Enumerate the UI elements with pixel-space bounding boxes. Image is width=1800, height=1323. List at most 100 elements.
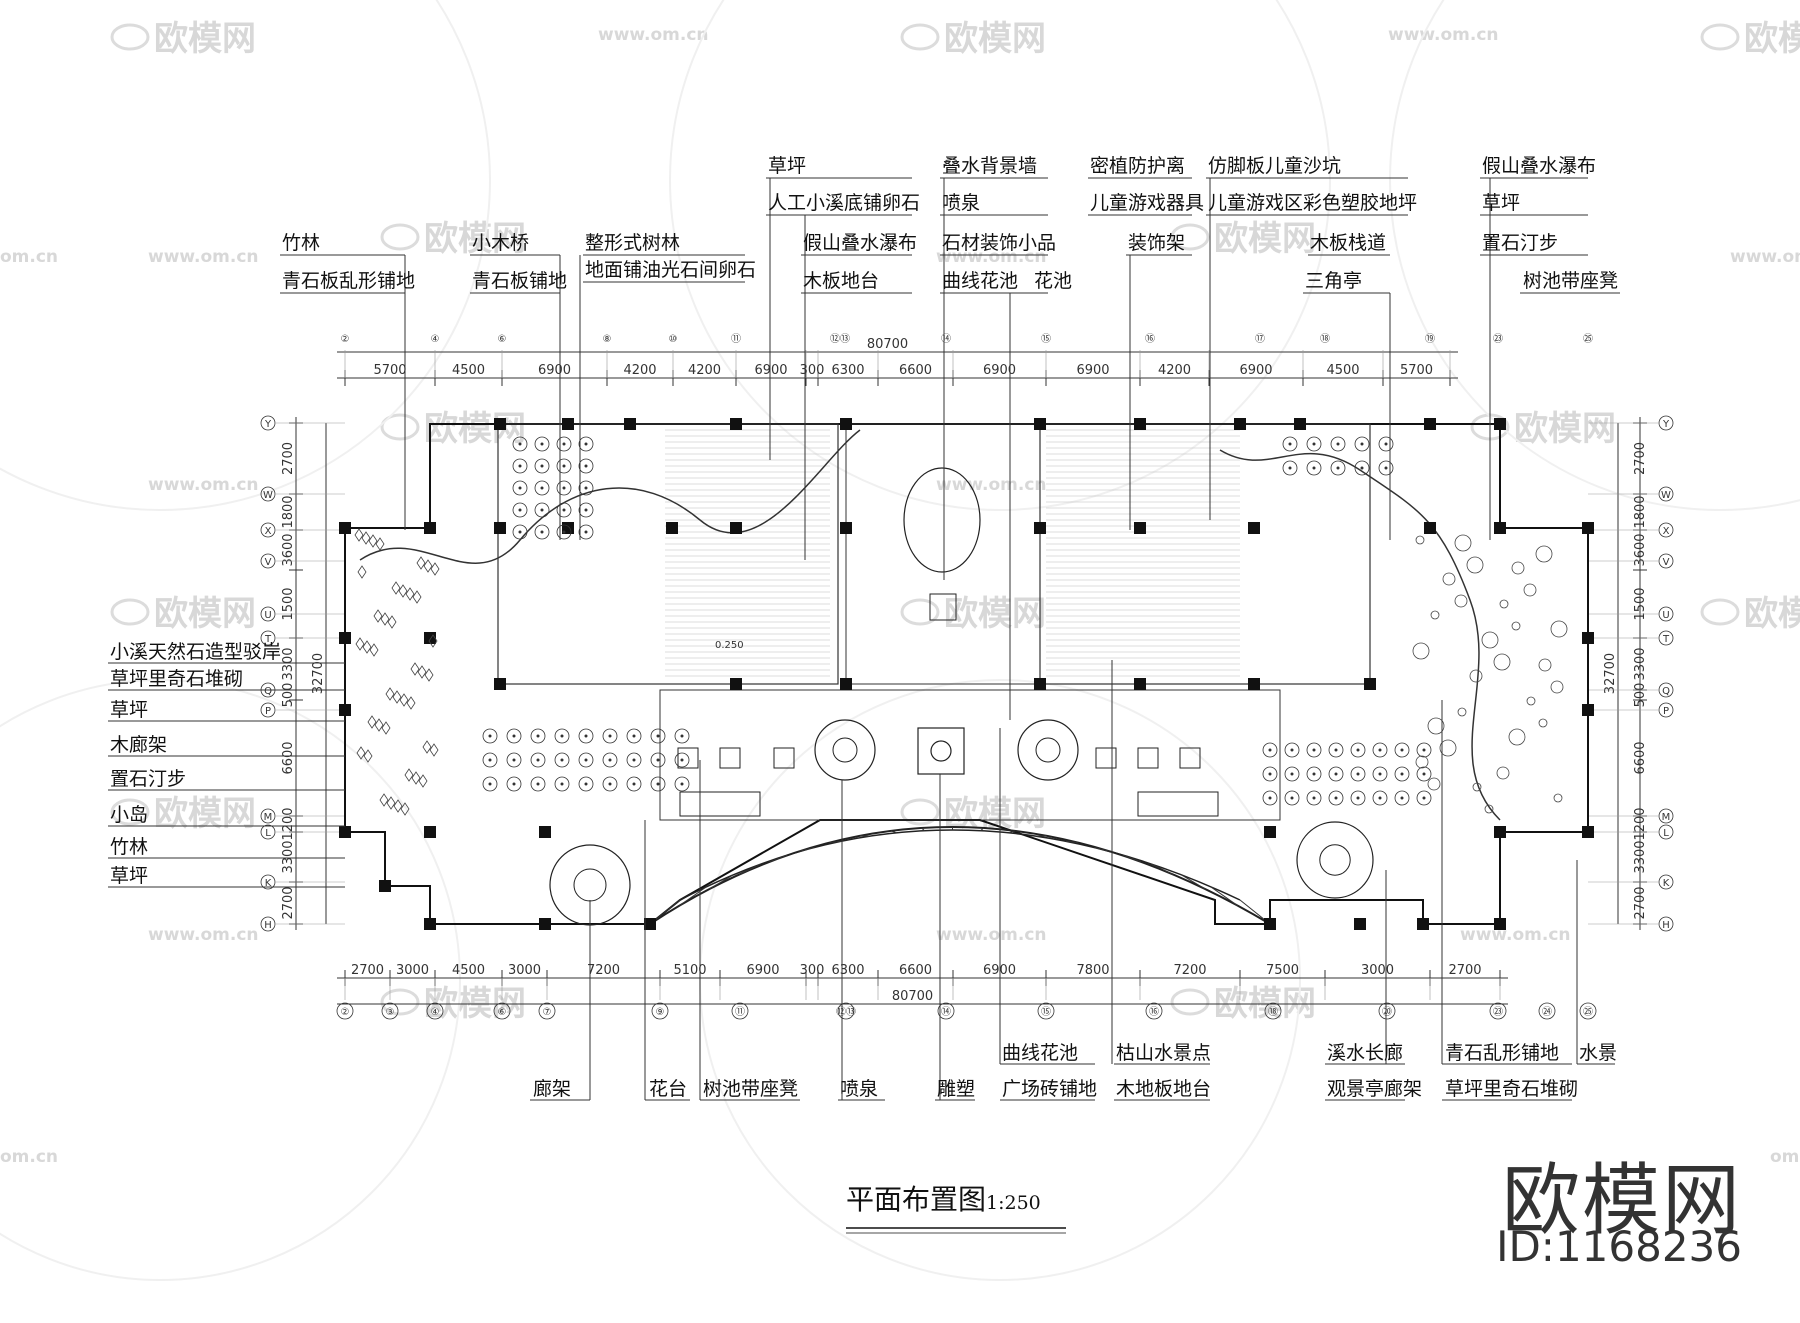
shrub-symbol (374, 718, 384, 732)
grid-axis-label-right: Y (1662, 419, 1670, 430)
tree-symbol (1306, 790, 1322, 806)
grid-bubble (1037, 1002, 1055, 1020)
fountain-inner (1035, 737, 1061, 763)
plan-outline: 0.250 (339, 418, 1594, 930)
tree-trunk (1312, 796, 1316, 800)
brand-id: ID:1168236 (1496, 1222, 1742, 1271)
children-play-zone (1039, 423, 1371, 685)
tree-pool-bench (1179, 747, 1201, 769)
tree-symbol (1262, 790, 1278, 806)
tree-pool-bench (719, 747, 741, 769)
grid-bubble (1538, 1002, 1556, 1020)
dimension-total: 32700 (311, 653, 326, 694)
tree-trunk (1400, 796, 1404, 800)
grid-axis-label-left: Y (264, 419, 272, 430)
tree-trunk (562, 530, 566, 534)
dimension-value: 6900 (746, 963, 779, 978)
arc-corridor-rib (1037, 835, 1047, 837)
tree-trunk (584, 758, 588, 762)
plant-symbol (1493, 653, 1511, 671)
tree-symbol (1282, 460, 1298, 476)
grid-axis-label: ⑦ (543, 1007, 552, 1018)
dimension-total: 80700 (892, 989, 933, 1004)
grid-bubble (493, 1002, 511, 1020)
plant-symbol (1550, 680, 1564, 694)
column (730, 418, 742, 430)
grid-bubble (1579, 1002, 1597, 1020)
grid-axis-label-left: P (265, 706, 271, 717)
tree-trunk (584, 464, 588, 468)
grid-bubble-right (1658, 522, 1674, 538)
tree-symbol (1416, 790, 1432, 806)
column (1417, 918, 1429, 930)
label-tree-pool-bench-bottom: 树池带座凳 (703, 1078, 799, 1100)
dimension-value: 5100 (673, 963, 706, 978)
dimension-value: 4200 (623, 363, 656, 378)
tree-trunk (488, 734, 492, 738)
grid-bubble (381, 1002, 399, 1020)
column (562, 418, 574, 430)
tree-symbol (506, 728, 522, 744)
tree-trunk (540, 486, 544, 490)
tree-symbol (1330, 436, 1346, 452)
dimension-value: 6600 (1633, 741, 1648, 774)
tree-symbol (556, 524, 572, 540)
deck-hatching (665, 429, 1240, 677)
plant-symbol (1472, 782, 1482, 792)
flower-terrace (679, 791, 761, 817)
watermark-url: www.om.cn (1460, 925, 1571, 945)
grid-bubble-left (260, 486, 276, 502)
tree-symbol (602, 776, 618, 792)
plant-symbol (1454, 534, 1472, 552)
tree-trunk (1334, 796, 1338, 800)
tree-trunk (584, 734, 588, 738)
tree-symbol (1282, 436, 1298, 452)
fountain-circle (1296, 821, 1374, 899)
tree-pool-bench (773, 747, 795, 769)
column (1424, 522, 1436, 534)
plant-symbol (1412, 642, 1430, 660)
dimension-value: 3300 (281, 840, 296, 873)
watermark-url: www.om.cn (598, 25, 709, 45)
dimension-value: 1500 (281, 587, 296, 620)
plant-symbol (1511, 561, 1525, 575)
tree-symbol (534, 502, 550, 518)
grid-bubble (336, 1002, 354, 1020)
watermark-sofa-icon (900, 798, 940, 826)
arc-corridor-rib (1210, 886, 1238, 906)
dimension-value: 4500 (452, 363, 485, 378)
tree-symbol (1330, 460, 1346, 476)
grid-axis-label-left: L (265, 828, 271, 839)
plant-symbol (1454, 594, 1468, 608)
grid-bubble (426, 1002, 444, 1020)
plant-symbol (1430, 610, 1440, 620)
watermark-logo: 欧模网 (380, 219, 526, 259)
label-stream-bank: 小溪天然石造型驳岸 (110, 641, 282, 663)
label-lawn-top: 草坪 (768, 155, 807, 177)
shrub-symbol (417, 665, 427, 679)
tree-trunk (1356, 796, 1360, 800)
tree-trunk (680, 782, 684, 786)
column (840, 522, 852, 534)
dimension-value: 5700 (1400, 363, 1433, 378)
grid-bubble (1489, 1002, 1507, 1020)
plant-symbol (1415, 755, 1429, 769)
shrub-symbol (429, 743, 439, 757)
tree-symbol (1372, 742, 1388, 758)
tree-symbol (578, 436, 594, 452)
dimension-value: 2700 (1633, 442, 1648, 475)
plant-symbol (1481, 631, 1499, 649)
watermark-sofa-icon (1170, 223, 1210, 251)
tree-symbol (1394, 766, 1410, 782)
tree-symbol (1416, 766, 1432, 782)
watermark-sofa-icon (110, 798, 150, 826)
dimension-value: 4500 (1326, 363, 1359, 378)
tree-trunk (562, 486, 566, 490)
plant-symbol (1427, 717, 1445, 735)
shrub-symbol (369, 643, 379, 657)
tree-symbol (578, 728, 594, 744)
column (1234, 418, 1246, 430)
label-lawn-rocks-bottom: 草坪里奇石堆砌 (1445, 1078, 1579, 1100)
tree-symbol (534, 458, 550, 474)
